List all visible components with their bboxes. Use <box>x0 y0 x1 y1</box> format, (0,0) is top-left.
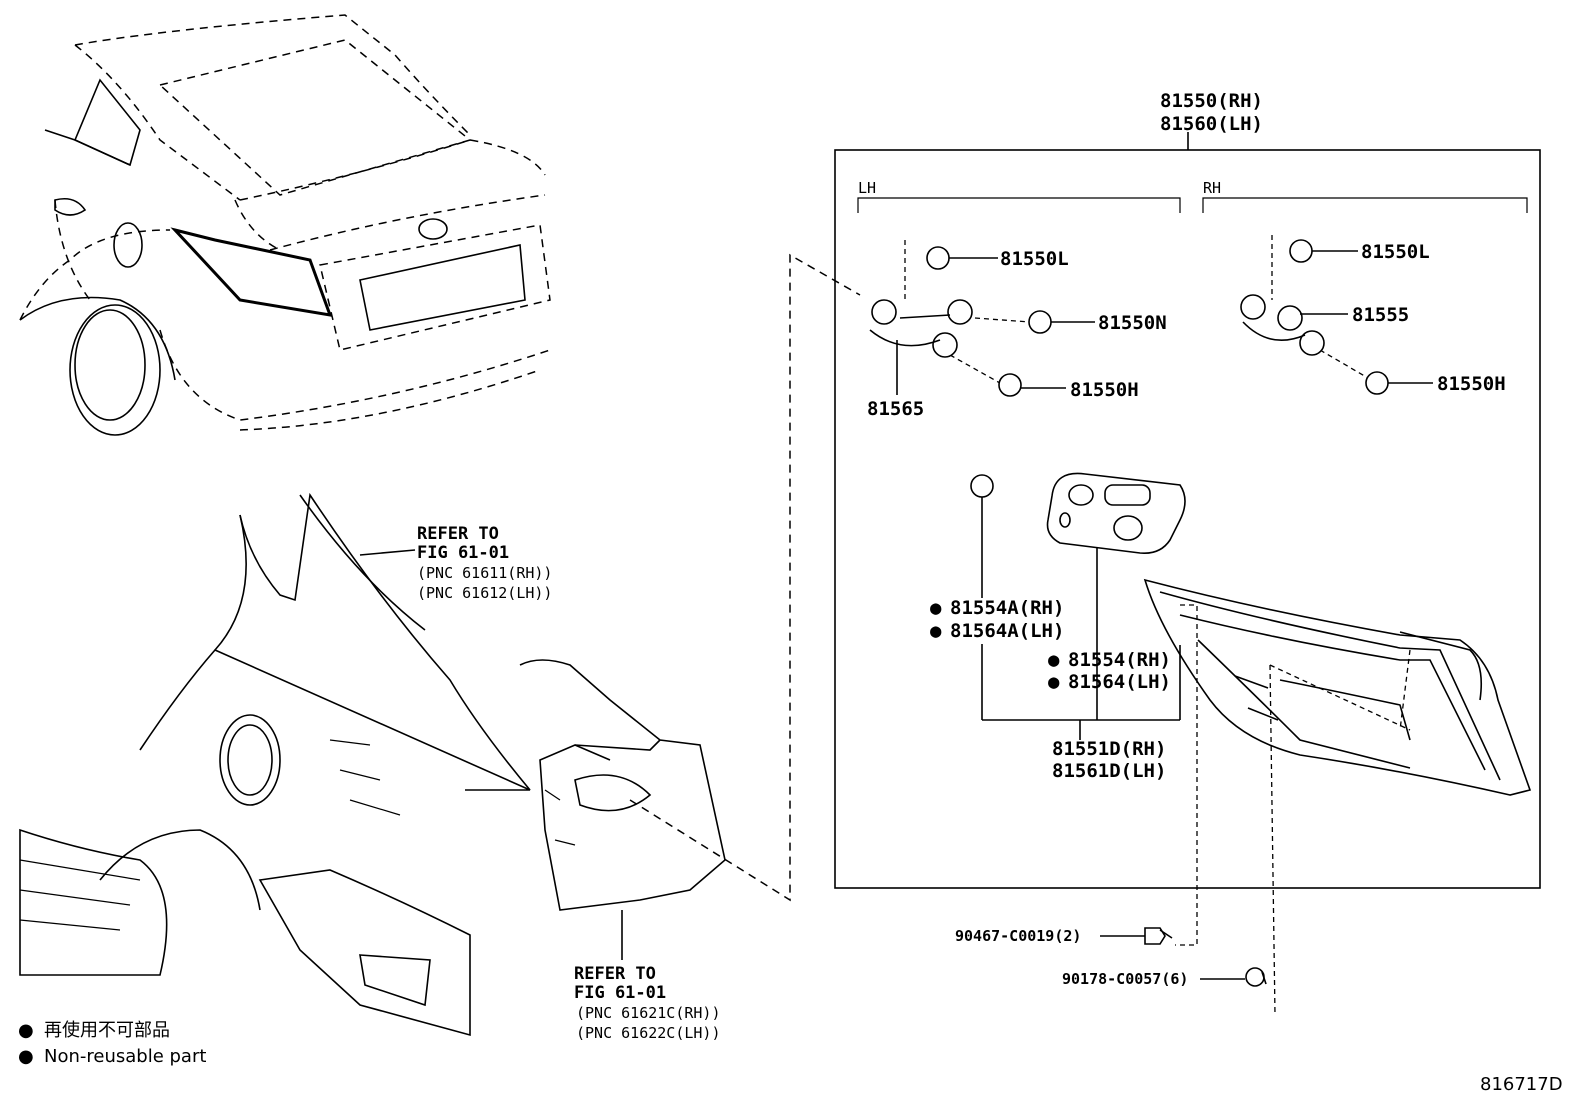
lh-bulb-l-label: 81550L <box>1000 248 1069 270</box>
rh-bulb-l-label: 81550L <box>1361 241 1430 263</box>
screw-icon <box>1245 967 1265 987</box>
assembly-lh-label: 81560(LH) <box>1160 113 1263 135</box>
plate-gasket-lh-label: 81564(LH) <box>1068 671 1171 693</box>
rh-bulb-l-icon <box>1289 239 1313 263</box>
legend-jp-text: 再使用不可部品 <box>44 1020 170 1041</box>
car-rear-illustration <box>19 14 551 436</box>
legend-marker-small-rh: ● <box>930 597 942 619</box>
lh-bracket <box>857 197 1181 213</box>
refer-upper-leader <box>359 549 416 556</box>
legend-marker-plate-rh: ● <box>1048 649 1060 671</box>
lh-bulb-h-icon <box>998 373 1022 397</box>
fastener-group <box>1100 927 1267 987</box>
refer-lower-line1: REFER TO <box>574 964 656 984</box>
lh-socket-group <box>869 240 1095 397</box>
legend-marker-plate-lh: ● <box>1048 671 1060 693</box>
refer-lower-line2: FIG 61-01 <box>574 983 666 1003</box>
small-gasket-rh-label: 81554A(RH) <box>950 597 1064 619</box>
inner-panel-illustration <box>519 659 726 911</box>
small-gasket-icon <box>970 474 994 498</box>
refer-lower-pnc-rh: (PNC 61621C(RH)) <box>576 1004 721 1022</box>
legend-symbol-jp: ● <box>18 1020 34 1041</box>
drawing-id: 816717D <box>1480 1074 1563 1095</box>
lh-bulb-l-icon <box>926 246 950 270</box>
small-gasket-lh-label: 81564A(LH) <box>950 620 1064 642</box>
nut-icon <box>1144 927 1166 945</box>
rh-socket-label: 81555 <box>1352 304 1409 326</box>
leader-to-lamp-group <box>629 253 861 902</box>
lh-socket-label: 81565 <box>867 398 924 420</box>
gasket-group <box>970 472 1186 740</box>
refer-upper-pnc-rh: (PNC 61611(RH)) <box>417 564 552 582</box>
legend-marker-small-lh: ● <box>930 620 942 642</box>
rh-bulb-h-label: 81550H <box>1437 373 1506 395</box>
assembly-rh-label: 81550(RH) <box>1160 90 1263 112</box>
refer-upper-line2: FIG 61-01 <box>417 543 509 563</box>
lh-bulb-h-label: 81550H <box>1070 379 1139 401</box>
refer-upper-line1: REFER TO <box>417 524 499 544</box>
rh-side-label: RH <box>1203 179 1221 197</box>
nut-label: 90467-C0019(2) <box>955 927 1081 945</box>
rh-bracket <box>1202 197 1528 213</box>
legend-symbol-en: ● <box>18 1046 34 1067</box>
gasket-set-rh-label: 81551D(RH) <box>1052 738 1166 760</box>
gasket-set-lh-label: 81561D(LH) <box>1052 760 1166 782</box>
lh-side-label: LH <box>858 179 876 197</box>
plate-gasket-rh-label: 81554(RH) <box>1068 649 1171 671</box>
lh-bulb-n-label: 81550N <box>1098 312 1167 334</box>
rh-socket-group <box>1240 235 1433 395</box>
refer-lower-pnc-lh: (PNC 61622C(LH)) <box>576 1024 721 1042</box>
quarter-panel-illustration <box>19 492 531 1037</box>
legend-en-text: Non-reusable part <box>44 1046 206 1067</box>
refer-upper-pnc-lh: (PNC 61612(LH)) <box>417 584 552 602</box>
tail-lamp-lens-illustration <box>1143 578 1532 1016</box>
lh-bulb-n-icon <box>1028 310 1052 334</box>
rh-bulb-h-icon <box>1365 371 1389 395</box>
screw-label: 90178-C0057(6) <box>1062 970 1188 988</box>
